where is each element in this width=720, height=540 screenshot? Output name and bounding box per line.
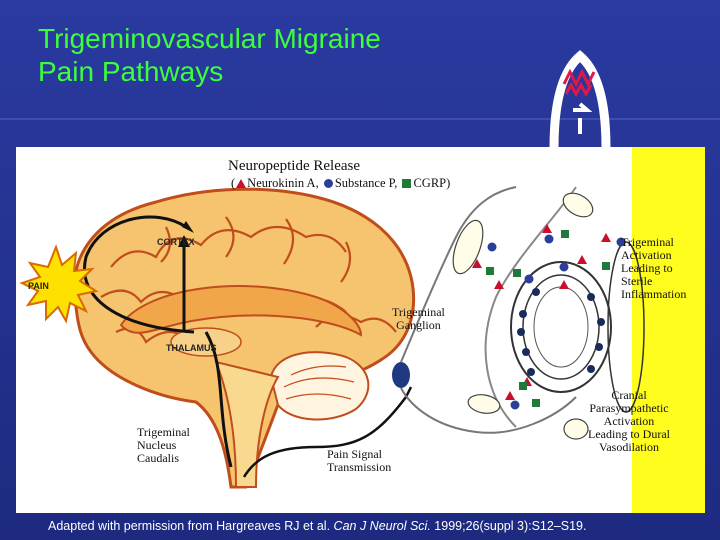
neuropeptide-markers — [472, 224, 626, 410]
trigeminal-nucleus-label: Trigeminal Nucleus Caudalis — [137, 425, 190, 465]
neuropeptide-release-title: Neuropeptide Release — [228, 158, 361, 174]
title-divider — [0, 118, 720, 120]
logo-icon — [549, 50, 611, 148]
cortex-label: CORTEX — [157, 237, 195, 247]
trigeminal-ganglion-label: Trigeminal Ganglion — [392, 305, 445, 332]
brain-illustration — [72, 187, 416, 489]
legend-neurokinin: Neurokinin A, — [247, 176, 319, 190]
cranial-parasympathetic-label: Cranial Parasympathetic Activation Leadi… — [588, 388, 670, 454]
neurokinin-triangle-icon — [236, 179, 247, 188]
nerve-terminals — [452, 192, 594, 440]
pain-label: PAIN — [28, 281, 49, 291]
neuropeptide-legend: (Neurokinin A, Substance P, CGRP) — [231, 176, 451, 190]
trigeminal-ganglion-cell — [392, 362, 410, 388]
citation-details: 1999;26(suppl 3):S12–S19. — [430, 519, 587, 533]
substance-p-circle-icon — [323, 179, 333, 188]
pain-starburst-icon — [19, 244, 99, 324]
title-line-1: Trigeminovascular Migraine — [38, 23, 381, 54]
citation-prefix: Adapted with permission from Hargreaves … — [48, 519, 334, 533]
pain-signal-label: Pain Signal Transmission — [327, 447, 392, 474]
migraine-pathway-diagram — [19, 186, 645, 489]
legend-cgrp: CGRP) — [413, 176, 451, 190]
trigeminal-activation-label: Trigeminal Activation Leading to Sterile… — [621, 235, 687, 301]
cgrp-square-icon — [402, 179, 412, 188]
thalamus-label: THALAMUS — [166, 343, 217, 353]
citation-footer: Adapted with permission from Hargreaves … — [48, 519, 586, 533]
legend-substance-p: Substance P, — [334, 176, 398, 190]
title-line-2: Pain Pathways — [38, 56, 224, 87]
pathway-arrows — [83, 215, 233, 468]
slide-title: Trigeminovascular Migraine Pain Pathways — [38, 22, 381, 88]
citation-journal: Can J Neurol Sci. — [333, 519, 431, 533]
